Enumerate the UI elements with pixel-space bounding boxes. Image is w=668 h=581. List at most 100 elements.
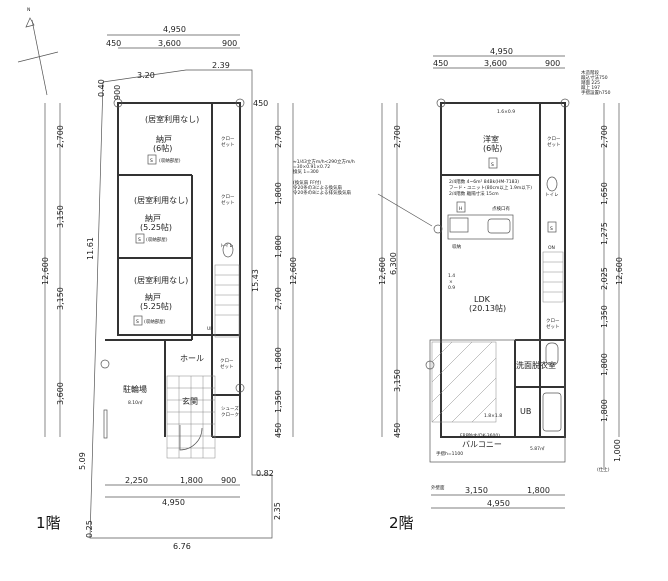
dim-top-total: 4,950 <box>163 25 186 34</box>
room3-name: 納戸 <box>145 292 161 302</box>
finish-label: (仕上) <box>597 466 610 473</box>
dim-right: 1,800 <box>600 353 609 376</box>
storage-symbol: S <box>150 158 153 164</box>
site-dim: 6.76 <box>173 542 191 551</box>
site-dim: 0.82 <box>256 469 274 478</box>
balcony-area: 5.87㎡ <box>530 445 545 452</box>
dim-right: 2,025 <box>600 267 609 290</box>
site-dim: 5.09 <box>78 452 87 470</box>
stove-icon <box>449 217 469 233</box>
bathtub-icon <box>542 392 562 432</box>
storage-symbol: S <box>550 226 553 232</box>
storage-symbol: S <box>136 319 139 325</box>
dim-right: 450 <box>274 423 283 438</box>
storage-symbol-icon <box>135 233 145 244</box>
dim-left-total: 12,600 <box>41 257 50 285</box>
void-hatch <box>431 341 497 423</box>
floor2-wall <box>440 102 566 438</box>
washbasin-icon <box>545 342 559 366</box>
western-room-label: 洋室 <box>483 134 499 144</box>
dim-right: 1,350 <box>274 390 283 413</box>
kitchen-note: フード・ユニット(80cm以上 1.9m以下) <box>449 184 532 191</box>
dim-top: 3,600 <box>158 39 181 48</box>
dim-right: 2,700 <box>274 287 283 310</box>
floor1-wall <box>117 102 241 336</box>
note-line: 蹴込寸法750 <box>581 74 608 81</box>
site-dim: 0.40 <box>97 79 106 97</box>
window-side: 0.9 <box>448 285 455 291</box>
dim-right: 1,800 <box>274 235 283 258</box>
room1-name: 納戸 <box>156 134 172 144</box>
kitchen-note: 2/4階数 離隔寸法 15cm <box>449 190 499 197</box>
site-dim: 2.39 <box>212 61 230 70</box>
ldk-size: (20.13帖) <box>469 303 506 313</box>
balcony-rail: 手摺h=1100 <box>436 450 463 457</box>
site-dim: 2.35 <box>273 502 282 520</box>
entrance-door[interactable] <box>179 425 203 451</box>
entrance-label: 玄関 <box>182 396 198 406</box>
floor1-title: 1階 <box>36 514 61 532</box>
shoebox-label: クローク <box>221 412 239 418</box>
toilet-label: トイレ <box>545 193 559 198</box>
western-room-size: (6帖) <box>483 143 502 153</box>
shoebox-label: シューズ <box>221 405 239 412</box>
dim-right: 1,800 <box>600 399 609 422</box>
sink-icon <box>487 218 511 234</box>
closet-label: クロー <box>220 358 234 364</box>
dim-right: 1,800 <box>274 347 283 370</box>
balcony-label: バルコニー <box>462 440 502 449</box>
note-line: 手摺設置h750 <box>581 89 611 96</box>
inspection-hatch-label: 点検口有 <box>492 205 510 212</box>
storage-symbol: S <box>491 162 494 168</box>
dim-left: 3,150 <box>393 369 402 392</box>
dim-right: 1,000 <box>613 439 622 462</box>
site-dim: 3.20 <box>137 71 155 80</box>
parking-area: 8.10㎡ <box>128 399 143 406</box>
dim-bottom: 900 <box>221 476 236 485</box>
room3-size: (5.25帖) <box>140 301 172 311</box>
dim-top: 900 <box>222 39 237 48</box>
storage-label: 収納 <box>452 243 461 250</box>
room1-tag: (収納部屋) <box>159 157 181 164</box>
room1-note: (居室利用なし) <box>145 114 199 124</box>
site-dim: 0.25 <box>85 520 94 538</box>
bath-label: UB <box>520 407 531 416</box>
dim-left: 3,150 <box>56 287 65 310</box>
note-line: 令20条の3による換気扇 <box>293 184 342 191</box>
room3-tag: (収納部屋) <box>144 318 166 325</box>
dim-bottom: 3,150 <box>465 486 488 495</box>
up-label: UP <box>207 326 213 332</box>
window-side: 1.4 <box>448 273 455 279</box>
north-arrow-icon: N <box>17 7 59 96</box>
room3-note: (居室利用なし) <box>134 275 188 285</box>
storage-symbol-icon <box>133 315 143 326</box>
north-label: N <box>27 7 30 13</box>
window-size: 1.6×0.9 <box>497 109 515 115</box>
dim-bottom: 1,800 <box>180 476 203 485</box>
note-line: =30×0.91×0.72 <box>293 164 330 170</box>
dim-right: 2,700 <box>274 125 283 148</box>
closet-label: クロー <box>547 136 561 142</box>
dim-top: 450 <box>433 59 448 68</box>
balcony-window-size: 1.8×1.8 <box>484 413 502 419</box>
stairs <box>214 264 240 338</box>
closet-label: ゼット <box>221 199 235 206</box>
heater-symbol-icon <box>456 201 466 213</box>
room1-size: (6帖) <box>153 143 172 153</box>
kitchen-counter <box>447 214 514 240</box>
room2-name: 納戸 <box>145 213 161 223</box>
hall-label: ホール <box>180 354 204 363</box>
dim-top: 450 <box>106 39 121 48</box>
site-boundary <box>89 69 273 539</box>
site-dim: 11.61 <box>86 237 95 260</box>
toilet-fixture-icon <box>222 242 234 258</box>
dim-left: 3,600 <box>56 382 65 405</box>
wall-note: 外壁面 <box>431 484 445 491</box>
storage-symbol-icon <box>147 154 157 165</box>
heater-symbol: H <box>459 206 462 212</box>
note-line: 木造階段 <box>581 69 599 76</box>
dim-right-total: 12,600 <box>289 257 298 285</box>
washroom-label: 洗面脱衣室 <box>516 360 556 370</box>
note-line: 蹴上 197 <box>581 84 600 91</box>
